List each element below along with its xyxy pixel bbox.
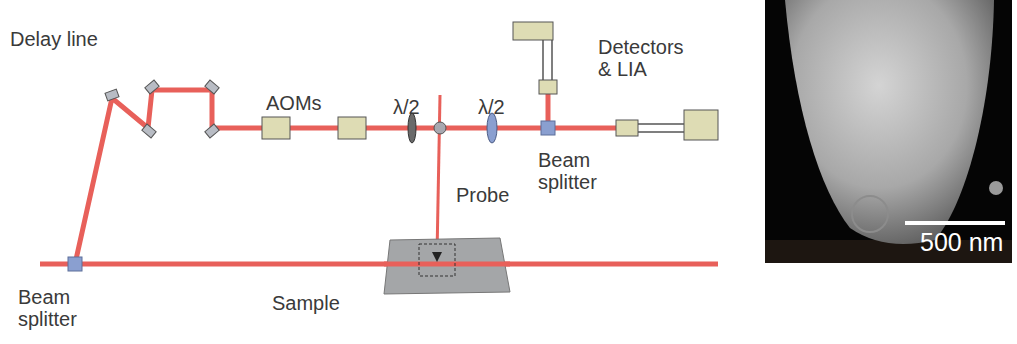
lock-in-box [513,22,553,40]
mirrors [105,80,219,138]
part-label: Delay line [10,28,98,50]
beam-splitter-cube [68,257,82,271]
scan-area [419,244,455,276]
tip-aperture [852,196,888,232]
probe-beam [437,95,440,255]
part-label: Probe [456,184,509,206]
aom-box [262,117,290,139]
mirror [145,80,159,94]
pickoff-mirror [434,122,446,134]
mirror [205,124,219,138]
tip-bump [989,181,1003,195]
reference-beam [75,90,618,264]
aom-box [338,117,366,139]
part-label: λ/2 [478,96,505,118]
part-label: Sample [272,292,340,314]
part-label: Detectors & LIA [598,36,684,81]
cable [638,123,684,125]
mirror [105,89,119,101]
part-label: AOMs [266,92,322,114]
mirror [205,80,219,94]
part-label: Beam splitter [538,149,597,194]
cable [551,40,553,80]
part-label: λ/2 [393,96,420,118]
part-label: Beam splitter [18,286,77,331]
main-beam [40,262,718,267]
beam-splitter-cube [541,121,555,135]
scale-label: 500 nm [920,228,1003,256]
sample-plate [384,238,510,294]
detector-box [539,80,557,94]
cable [542,40,544,80]
waveguide-beam [384,262,510,267]
detector-box [616,120,638,136]
laser-beams [40,90,718,264]
probe-tip-image [785,0,994,244]
probe-marker [432,252,442,262]
scale-bar [905,221,1005,225]
cable [638,131,684,133]
mirror [142,124,156,138]
sem-background [765,0,1012,263]
lock-in-box [684,110,718,140]
